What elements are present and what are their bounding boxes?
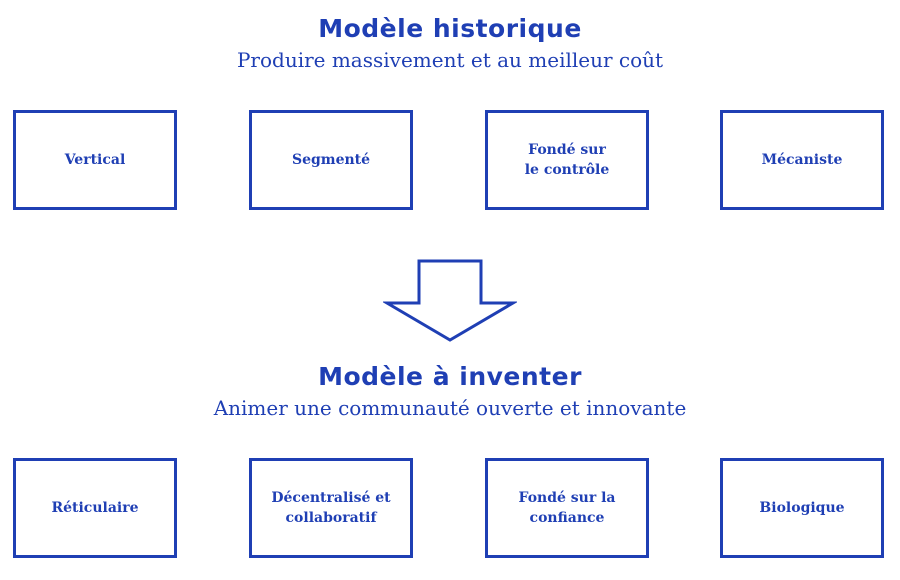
historical-box-segmented: Segmenté <box>249 110 413 210</box>
historical-box-mechanistic: Mécaniste <box>720 110 884 210</box>
new-model-subtitle: Animer une communauté ouverte et innovan… <box>213 396 687 420</box>
new-model-title: Modèle à inventer <box>318 362 582 391</box>
historical-box-vertical: Vertical <box>13 110 177 210</box>
new-box-decentralized: Décentralisé et collaboratif <box>249 458 413 558</box>
historical-model-title: Modèle historique <box>318 14 582 43</box>
new-box-reticular: Réticulaire <box>13 458 177 558</box>
historical-model-subtitle: Produire massivement et au meilleur coût <box>236 48 664 72</box>
new-box-trust: Fondé sur la confiance <box>485 458 649 558</box>
new-box-biological: Biologique <box>720 458 884 558</box>
down-arrow-icon <box>383 259 517 342</box>
historical-box-control: Fondé sur le contrôle <box>485 110 649 210</box>
